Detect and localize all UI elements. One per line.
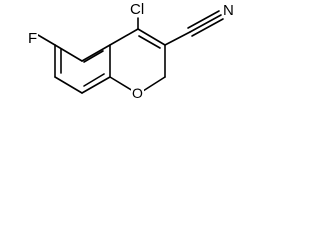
bond-c4a-c4 xyxy=(109,28,139,46)
nitrogen-label: N xyxy=(222,2,235,19)
bond-inner-c5-c6 xyxy=(83,50,104,63)
bond-c8a-c4a xyxy=(81,76,111,94)
bond-c4-c3 xyxy=(137,28,166,46)
bond-c6-f xyxy=(37,34,56,46)
molecule-bonds xyxy=(37,10,224,94)
bond-cn-triple-1 xyxy=(189,14,222,33)
bond-c2-o1 xyxy=(142,76,166,92)
chlorine-label: Cl xyxy=(129,1,146,18)
oxygen-label: O xyxy=(131,85,144,101)
bond-c6-c7 xyxy=(54,44,83,62)
fluorine-label: F xyxy=(27,30,39,47)
bond-c4-c3-double xyxy=(138,35,161,49)
bond-inner-c8a-c4a xyxy=(83,73,105,87)
bond-c3-cn xyxy=(164,31,191,46)
bond-o1-c8a xyxy=(109,76,134,92)
bond-c8-c8a xyxy=(54,76,83,94)
bond-cn-triple-3 xyxy=(191,18,224,37)
molecule-diagram: Cl F O N xyxy=(0,0,258,138)
bond-cn-triple-2 xyxy=(187,10,220,29)
bond-c5-c6 xyxy=(81,44,111,62)
